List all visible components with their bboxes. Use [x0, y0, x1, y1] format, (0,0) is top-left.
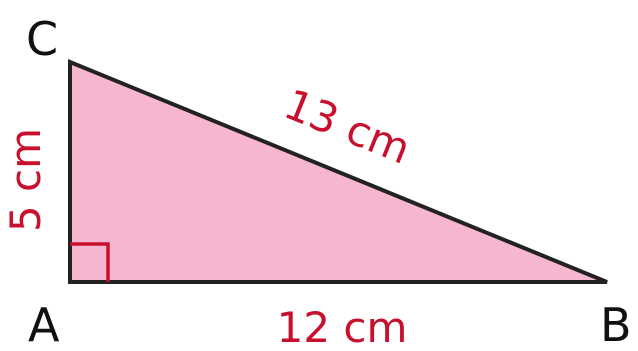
side-label-ab: 12 cm: [277, 303, 408, 351]
vertex-label-b: B: [600, 298, 632, 351]
vertex-label-a: A: [28, 298, 60, 351]
vertex-label-c: C: [26, 12, 58, 66]
side-label-ca: 5 cm: [1, 128, 50, 232]
triangle-shape: [68, 59, 608, 284]
right-angle-marker: [70, 242, 110, 282]
